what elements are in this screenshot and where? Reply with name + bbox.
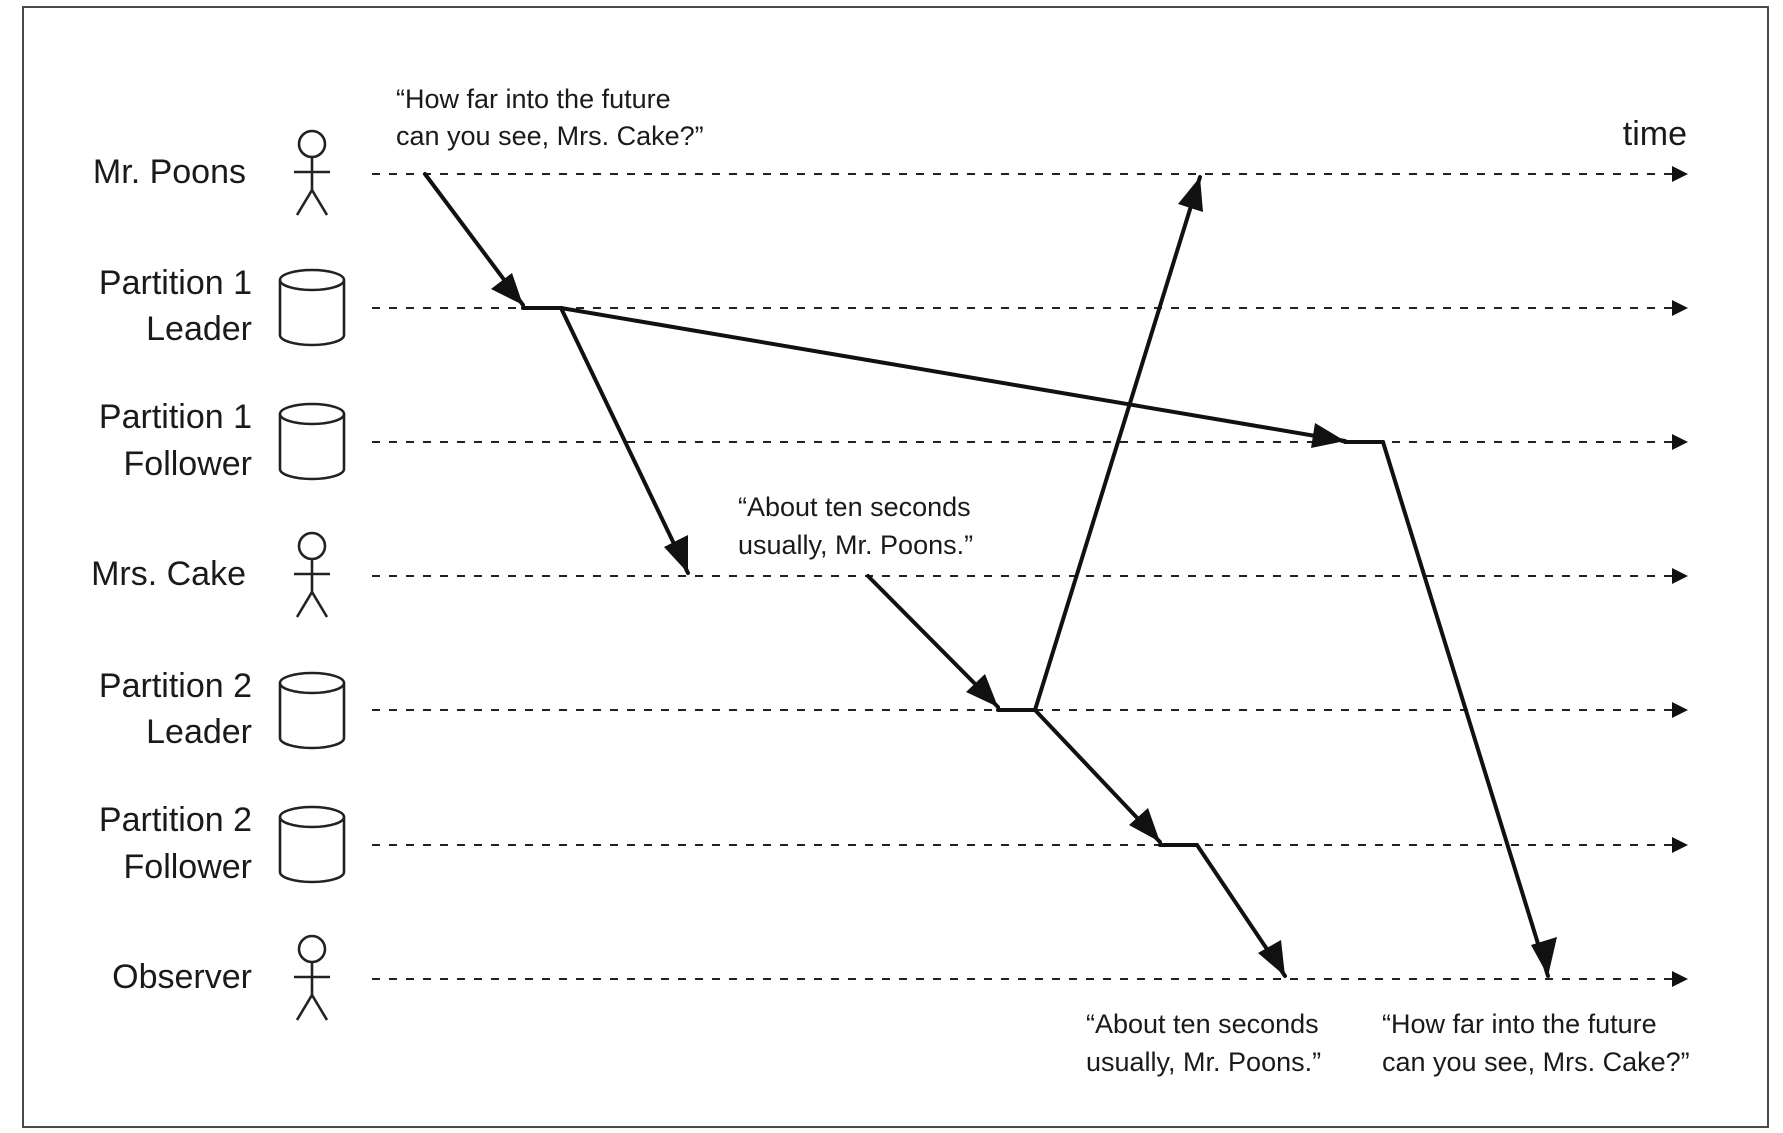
label-p2-leader-line1: Partition 2 xyxy=(99,667,252,705)
message-arrow xyxy=(559,306,690,575)
quote-question-seen-line1: “How far into the future xyxy=(1382,1009,1657,1039)
timeline-arrowhead xyxy=(1672,568,1688,584)
timeline-arrowhead xyxy=(1672,434,1688,450)
database-icon xyxy=(278,268,346,347)
arrowhead xyxy=(1311,423,1345,448)
quote-question-sent-line2: can you see, Mrs. Cake?” xyxy=(396,121,704,151)
label-p1-leader-line2: Leader xyxy=(146,310,252,348)
label-p1-follower-line1: Partition 1 xyxy=(99,398,252,436)
diagram-frame xyxy=(22,6,1769,1128)
label-p1-leader-line1: Partition 1 xyxy=(99,264,252,302)
quote-answer-sent-line1: “About ten seconds xyxy=(738,492,971,522)
person-icon xyxy=(294,531,330,618)
arrowhead xyxy=(1531,937,1557,976)
arrowhead xyxy=(1129,808,1160,842)
database-icon xyxy=(278,805,346,884)
person-icon xyxy=(294,129,330,216)
time-axis-label: time xyxy=(1623,115,1687,153)
message-arrow xyxy=(1381,440,1550,978)
timeline-arrowhead xyxy=(1672,300,1688,316)
person-icon xyxy=(294,934,330,1021)
database-icon xyxy=(278,671,346,750)
label-p2-leader-line2: Leader xyxy=(146,713,252,751)
arrowhead xyxy=(1178,177,1203,212)
label-p2-follower-line1: Partition 2 xyxy=(99,801,252,839)
timeline-arrowhead xyxy=(1672,971,1688,987)
quote-question-seen-line2: can you see, Mrs. Cake?” xyxy=(1382,1047,1690,1077)
quote-answer-seen-line1: “About ten seconds xyxy=(1086,1009,1319,1039)
message-arrow xyxy=(1033,175,1202,712)
arrowhead xyxy=(491,273,523,305)
label-p1-follower-line2: Follower xyxy=(124,445,252,483)
timeline-arrowhead xyxy=(1672,166,1688,182)
arrowhead xyxy=(664,535,688,573)
message-arrow xyxy=(559,306,1347,443)
quote-question-sent-line1: “How far into the future xyxy=(396,84,671,114)
label-p2-follower-line2: Follower xyxy=(124,848,252,886)
database-icon xyxy=(278,402,346,481)
timeline-arrowhead xyxy=(1672,702,1688,718)
arrowhead xyxy=(966,674,998,707)
arrowhead xyxy=(1258,940,1285,976)
timeline-arrowhead xyxy=(1672,837,1688,853)
label-mr-poons: Mr. Poons xyxy=(93,153,246,191)
quote-answer-seen-line2: usually, Mr. Poons.” xyxy=(1086,1047,1321,1077)
label-mrs-cake: Mrs. Cake xyxy=(91,555,246,593)
label-observer: Observer xyxy=(112,958,252,996)
quote-answer-sent-line2: usually, Mr. Poons.” xyxy=(738,530,973,560)
